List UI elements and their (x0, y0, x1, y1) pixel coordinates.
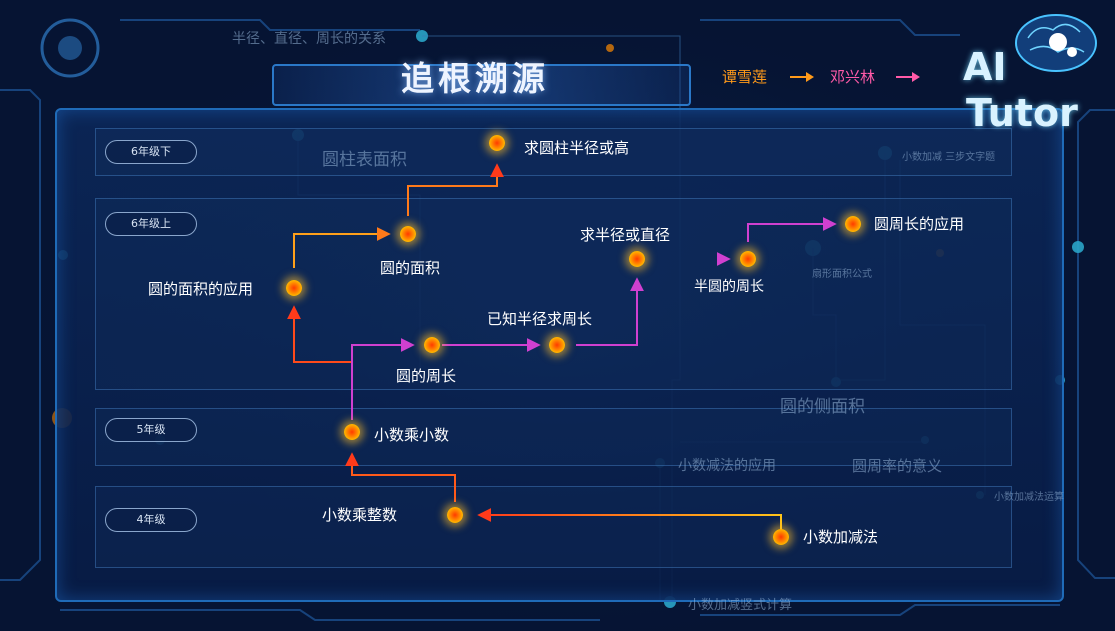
arrow-right-icon (896, 72, 920, 82)
node-circle-area[interactable] (400, 226, 416, 242)
bg-label-sector-formula: 扇形面积公式 (812, 269, 872, 280)
band-grade4 (95, 486, 1012, 568)
node-semicircle-perimeter[interactable] (740, 251, 756, 267)
credit-from: 谭雪莲 (722, 68, 768, 86)
page-title: 追根溯源 (401, 59, 549, 98)
bg-label-decimal-three-step: 小数加减 三步文字题 (902, 152, 996, 163)
bg-label-pi-meaning: 圆周率的意义 (852, 457, 943, 475)
node-circle-area-application[interactable] (286, 280, 302, 296)
bg-label-decimal-mixed: 小数加减法运算 (994, 492, 1064, 503)
node-decimal-add-subtract[interactable] (773, 529, 789, 545)
bg-label-cylinder-surface: 圆柱表面积 (322, 150, 407, 170)
grade-label-4: 4年级 (105, 508, 197, 532)
band-grade6-second (95, 128, 1012, 176)
credit-to: 邓兴林 (830, 68, 876, 86)
node-cylinder-radius-height[interactable] (489, 135, 505, 151)
band-grade6-first (95, 198, 1012, 390)
label-find-radius-diameter: 求半径或直径 (580, 226, 671, 244)
label-decimal-times-integer: 小数乘整数 (322, 506, 398, 524)
bg-label-decimal-vertical: 小数加减竖式计算 (688, 598, 793, 613)
bg-label-lateral-area: 圆的侧面积 (780, 397, 865, 417)
node-find-radius-diameter[interactable] (629, 251, 645, 267)
grade-label-6-first: 6年级上 (105, 212, 197, 236)
main-panel (55, 108, 1064, 602)
label-circle-area: 圆的面积 (380, 259, 441, 277)
label-semicircle-perimeter: 半圆的周长 (694, 279, 764, 295)
node-radius-to-circumference[interactable] (549, 337, 565, 353)
logo-ai-text: AI (963, 45, 1007, 89)
node-circumference-application[interactable] (845, 216, 861, 232)
label-cylinder-radius-height: 求圆柱半径或高 (524, 139, 630, 157)
label-circumference: 圆的周长 (396, 367, 457, 385)
node-circumference[interactable] (424, 337, 440, 353)
label-circumference-application: 圆周长的应用 (874, 215, 965, 233)
label-decimal-add-subtract: 小数加减法 (803, 528, 879, 546)
brain-logo-icon (1015, 14, 1097, 72)
node-decimal-times-integer[interactable] (447, 507, 463, 523)
node-decimal-times-decimal[interactable] (344, 424, 360, 440)
logo-tutor-text: Tutor (966, 91, 1078, 135)
grade-label-5: 5年级 (105, 418, 197, 442)
ai-tutor-logo: AI Tutor (963, 45, 1078, 132)
bg-label-decimal-sub-application: 小数减法的应用 (678, 458, 776, 474)
label-decimal-times-decimal: 小数乘小数 (374, 426, 450, 444)
band-grade5 (95, 408, 1012, 466)
arrow-right-icon (790, 72, 814, 82)
grade-label-6-second: 6年级下 (105, 140, 197, 164)
label-radius-to-circumference: 已知半径求周长 (487, 310, 593, 328)
title-frame (272, 64, 691, 106)
bg-label-radius-relation: 半径、直径、周长的关系 (232, 31, 386, 47)
label-circle-area-application: 圆的面积的应用 (148, 280, 254, 298)
